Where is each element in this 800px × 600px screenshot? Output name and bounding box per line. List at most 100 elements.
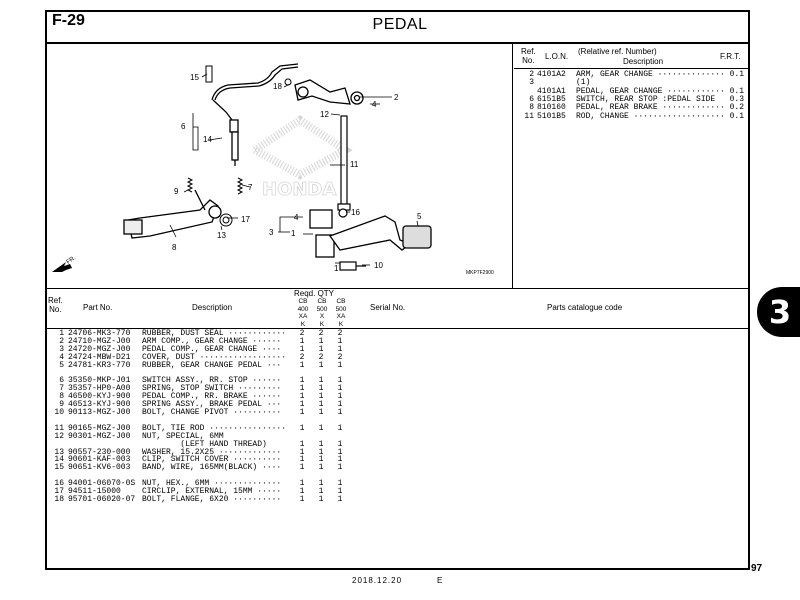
model-col-3-line: CB [336,298,346,305]
row-qty-cb500xa: 1 [337,479,343,489]
row-ref-no: 17 [54,487,64,496]
row-ref-no: 4 [59,352,64,362]
callout-8: 8 [172,243,177,252]
row-description: COVER, DUST ·················· [142,352,287,362]
row-part-no: 95701-06020-07 [68,494,136,504]
row-qty-cb500xa: 1 [337,392,343,402]
row-part-no: 90651-KV6-003 [68,463,131,473]
row-part-no: 35350-MKP-J01 [68,376,131,386]
row-qty-cb500x: 2 [318,352,324,362]
model-col-2-line: K [319,320,325,328]
row-ref-no: 8 [59,392,64,402]
pt-header-part-no: Part No. [83,303,113,312]
row-description: PEDAL COMP., RR. BRAKE ······ [142,392,282,402]
rt-header-ref: Ref. No. [521,47,536,65]
row-description: NUT, HEX., 6MM ·············· [142,479,282,489]
rear-brake-pedal [123,189,222,239]
row-qty-cb400xa: 1 [299,463,305,473]
gear-change-pedal [309,209,432,258]
flange-bolt-part [284,78,292,86]
ref-row-frt: 0.1 [729,70,744,79]
callout-2: 2 [394,93,399,102]
figure-id: F-29 [52,12,85,29]
row-description: BOLT, CHANGE PIVOT ·········· [142,408,282,417]
fr-label: FR. [66,255,78,266]
drawing-code: MKP7F2900 [466,270,494,276]
model-col-2-line: 500 [316,305,328,313]
row-description: ARM COMP., GEAR CHANGE ······ [142,336,282,346]
row-qty-cb400xa: 2 [299,352,305,362]
callout-9: 9 [174,187,179,196]
ref-row-frt: 0.1 [729,86,744,96]
pt-header-reqd-qty: Reqd. QTY [294,289,335,298]
ref-row-ref: 3 [529,78,534,88]
page-number: 97 [751,563,763,574]
row-ref-no: 11 [54,423,64,433]
row-ref-no: 12 [54,431,64,441]
model-col-1-line: CB [298,298,308,305]
row-qty-cb500xa: 1 [337,487,343,496]
model-col-2-line: X [319,313,325,320]
pt-header-serial: Serial No. [370,303,406,312]
ref-row-desc: PEDAL, GEAR CHANGE ············ [576,86,725,96]
callout-7: 7 [248,183,253,192]
row-description: CIRCLIP, EXTERNAL, 15MM ····· [142,487,282,496]
row-qty-cb500xa: 1 [337,344,343,354]
pivot-bolt [339,261,366,271]
row-ref-no: 3 [59,344,64,354]
callout-4-top: 4 [372,100,377,109]
row-qty-cb500xa: 1 [337,447,343,457]
washer-part [219,213,233,227]
row-description: RUBBER, DUST SEAL ············ [142,329,287,338]
row-qty-cb500x: 1 [318,455,324,465]
gear-change-arm [294,79,364,105]
row-part-no: 90301-MGZ-J00 [68,431,131,441]
row-qty-cb500x: 1 [318,439,324,449]
row-description: WASHER, 15.2X25 ············· [142,447,282,457]
callout-leaders [169,73,419,266]
row-description: PEDAL COMP., GEAR CHANGE ···· [142,344,282,354]
row-qty-cb400xa: 1 [299,408,305,417]
row-qty-cb500xa: 1 [337,423,343,433]
callout-16: 16 [351,208,360,217]
row-qty-cb500xa: 1 [337,360,343,370]
model-col-2-line: CB [317,298,327,305]
model-col-3-line: XA [336,313,346,320]
row-description: BOLT, TIE ROD ················ [142,423,287,433]
ref-row-lon: 5101B5 [537,111,566,121]
row-qty-cb500xa: 1 [337,408,343,417]
ref-row-frt: 0.3 [729,94,744,104]
rt-header-rule [514,68,749,69]
row-qty-cb500x: 1 [318,392,324,402]
row-qty-cb500xa: 2 [337,352,343,362]
row-qty-cb400xa: 1 [299,344,305,354]
row-qty-cb400xa: 1 [299,376,305,386]
row-qty-cb500x: 1 [318,360,324,370]
rt-header-lon: L.O.N. [545,52,569,61]
row-description: (LEFT HAND THREAD) [142,439,267,449]
callout-12: 12 [320,110,329,119]
row-qty-cb500x: 1 [318,447,324,457]
row-qty-cb500x: 1 [318,494,324,504]
callout-13: 13 [217,231,226,240]
row-qty-cb500xa: 1 [337,376,343,386]
callout-4-bottom: 4 [294,213,299,222]
row-qty-cb500x: 1 [318,344,324,354]
row-ref-no: 6 [59,376,64,386]
row-qty-cb500x: 2 [318,329,324,338]
row-description: SPRING, STOP SWITCH ········· [142,384,282,394]
ref-row-ref: 6 [529,94,534,104]
change-rod [337,115,351,218]
row-description: BOLT, FLANGE, 6X20 ·········· [142,494,282,504]
rt-header-desc: Description [623,57,664,66]
diagram-divider [512,42,513,289]
row-ref-no: 7 [59,384,64,394]
header-divider [45,42,750,44]
row-qty-cb500xa: 1 [337,463,343,473]
row-qty-cb500xa: 1 [337,494,343,504]
row-part-no: 24724-MBW-D21 [68,352,131,362]
row-part-no: 24706-MK3-770 [68,329,131,338]
pt-header-rule [46,328,749,329]
row-part-no: 94511-15000 [68,487,121,496]
callout-18: 18 [273,82,282,91]
